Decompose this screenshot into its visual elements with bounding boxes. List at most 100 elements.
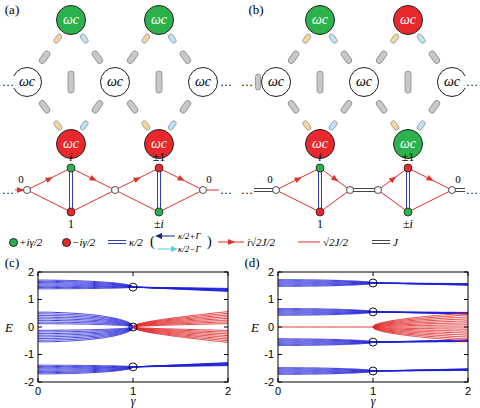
double-link [321, 168, 322, 212]
link-line [27, 168, 71, 190]
figure-label: … [240, 76, 254, 88]
legend-sample [372, 240, 390, 241]
legend-text: J [393, 237, 398, 248]
arrow-head [389, 177, 396, 184]
figure-label: (d) [244, 256, 259, 269]
arrow-head [426, 175, 434, 181]
band-curve [133, 364, 228, 367]
band-curve [38, 327, 133, 340]
axis-tick [224, 327, 228, 328]
arrow-head [133, 177, 141, 183]
axis-tick [224, 272, 228, 273]
coupler-pill [38, 99, 51, 114]
double-link [160, 168, 161, 212]
band-curve [133, 365, 228, 367]
point-marker [369, 279, 377, 287]
resonator-circle: ωc [56, 5, 86, 35]
figure-label: ±i [154, 218, 164, 230]
coupler-pill [53, 33, 63, 44]
coupler-pill [302, 33, 312, 44]
coupler-pill [179, 99, 192, 114]
double-link [72, 168, 73, 212]
band-curve [133, 287, 228, 290]
coupler-pill [428, 50, 441, 65]
figure-label: γ [131, 395, 136, 407]
band-curve [133, 364, 228, 367]
band-curve [133, 363, 228, 367]
figure-label: γ [371, 395, 376, 407]
link-line [320, 168, 350, 190]
axis-tick [464, 354, 468, 355]
figure-label: 0 [28, 322, 34, 333]
resonator-label: ωc [400, 137, 416, 151]
resonator-label: ωc [312, 137, 328, 151]
coupler-pill [287, 99, 300, 114]
band-curve [133, 312, 228, 327]
figure-label: 1 [268, 294, 274, 305]
figure-label: E [5, 321, 13, 334]
figure-label: E [251, 321, 259, 334]
band-curve [278, 312, 373, 313]
band-curve [38, 366, 133, 367]
lattice-site [375, 187, 382, 194]
legend-sample [228, 239, 235, 245]
point-marker [129, 323, 137, 331]
axis-tick [464, 382, 468, 383]
band-curve [278, 280, 373, 283]
figure-label: i [318, 151, 321, 163]
band-curve [373, 313, 468, 327]
resonator-circle: ωc [188, 67, 218, 97]
resonator-label: ωc [268, 75, 284, 89]
lattice-site [347, 187, 354, 194]
resonator-circle: ωc [144, 5, 174, 35]
coupler-pill [428, 99, 441, 114]
resonator-circle: ωc [437, 67, 467, 97]
coupler-pill [405, 71, 411, 93]
figure-label: κ/2+Γ [178, 232, 201, 241]
band-curve [38, 367, 133, 374]
figure-label: … [1, 76, 15, 88]
band-curve [133, 363, 228, 367]
axis-tick [278, 378, 279, 382]
band-curve [278, 311, 373, 312]
legend-sample [108, 243, 126, 244]
figure-label: -1 [264, 349, 274, 360]
lattice-site [67, 208, 75, 216]
band-curve [38, 280, 133, 287]
axis-tick [38, 272, 39, 276]
band-curve [373, 370, 468, 372]
coupler-pill [79, 120, 89, 131]
band-curve [278, 371, 373, 372]
band-curve [38, 317, 133, 327]
figure-label: 0 [267, 174, 273, 185]
axis-tick [464, 327, 468, 328]
band-curve [278, 283, 373, 286]
figure-label: -2 [264, 377, 274, 388]
figure-label: … [465, 184, 479, 196]
axis-tick [464, 272, 468, 273]
point-marker [369, 338, 377, 346]
point-marker [369, 308, 377, 316]
figure-label: 2 [225, 386, 231, 397]
coupler-pill [141, 33, 151, 44]
band-curve [133, 327, 228, 341]
band-curve [278, 371, 373, 374]
axis-tick [228, 378, 229, 382]
band-curve [38, 287, 133, 289]
coupler-pill [126, 99, 139, 114]
axis-tick [278, 354, 282, 355]
band-curve [278, 371, 373, 372]
band-curve [133, 287, 228, 289]
band-curve [38, 327, 133, 339]
coupler-pill [416, 120, 426, 131]
figure-label: -2 [24, 377, 34, 388]
figure-label: … [240, 184, 254, 196]
figure-label: 2 [28, 267, 34, 278]
resonator-label: ωc [63, 137, 79, 151]
band-curve [133, 287, 228, 290]
figure-label: … [219, 76, 233, 88]
band-curve [373, 369, 468, 371]
legend-sample [155, 233, 162, 239]
band-curve [278, 312, 373, 315]
